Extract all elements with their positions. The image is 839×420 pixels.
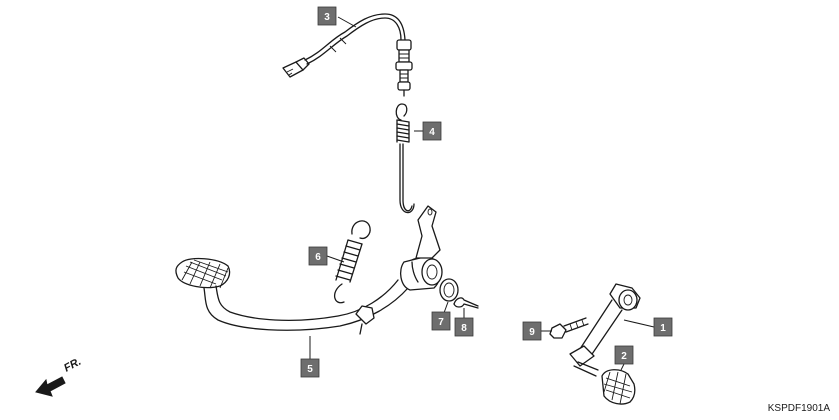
svg-text:1: 1 <box>660 323 666 334</box>
callout-8: 8 <box>454 317 474 337</box>
svg-text:6: 6 <box>315 252 321 263</box>
washer <box>439 278 459 302</box>
brake-light-switch-spring <box>395 103 415 214</box>
callout-7: 7 <box>431 311 451 331</box>
callout-2: 2 <box>614 345 634 365</box>
callout-9: 9 <box>522 321 542 341</box>
svg-text:7: 7 <box>438 317 444 328</box>
svg-text:3: 3 <box>324 12 330 23</box>
brake-pedal <box>175 205 443 335</box>
cotter-pin <box>453 297 479 309</box>
svg-text:2: 2 <box>621 351 627 362</box>
svg-text:4: 4 <box>429 127 435 138</box>
callout-3: 3 <box>317 6 337 26</box>
return-spring <box>334 220 371 304</box>
gearshift-pedal <box>569 283 641 377</box>
svg-text:9: 9 <box>529 327 535 338</box>
diagram-code: KSPDF1901A <box>767 403 830 414</box>
gearshift-pedal-rubber <box>601 369 636 405</box>
bolt <box>549 317 589 339</box>
svg-text:5: 5 <box>307 364 313 375</box>
front-arrow-icon <box>35 376 66 397</box>
callout-5: 5 <box>300 358 320 378</box>
leader-lines <box>309 16 655 371</box>
callout-1: 1 <box>653 317 673 337</box>
svg-text:8: 8 <box>461 323 467 334</box>
callout-4: 4 <box>422 121 442 141</box>
callout-6: 6 <box>308 246 328 266</box>
brake-light-switch-cable <box>282 13 413 97</box>
